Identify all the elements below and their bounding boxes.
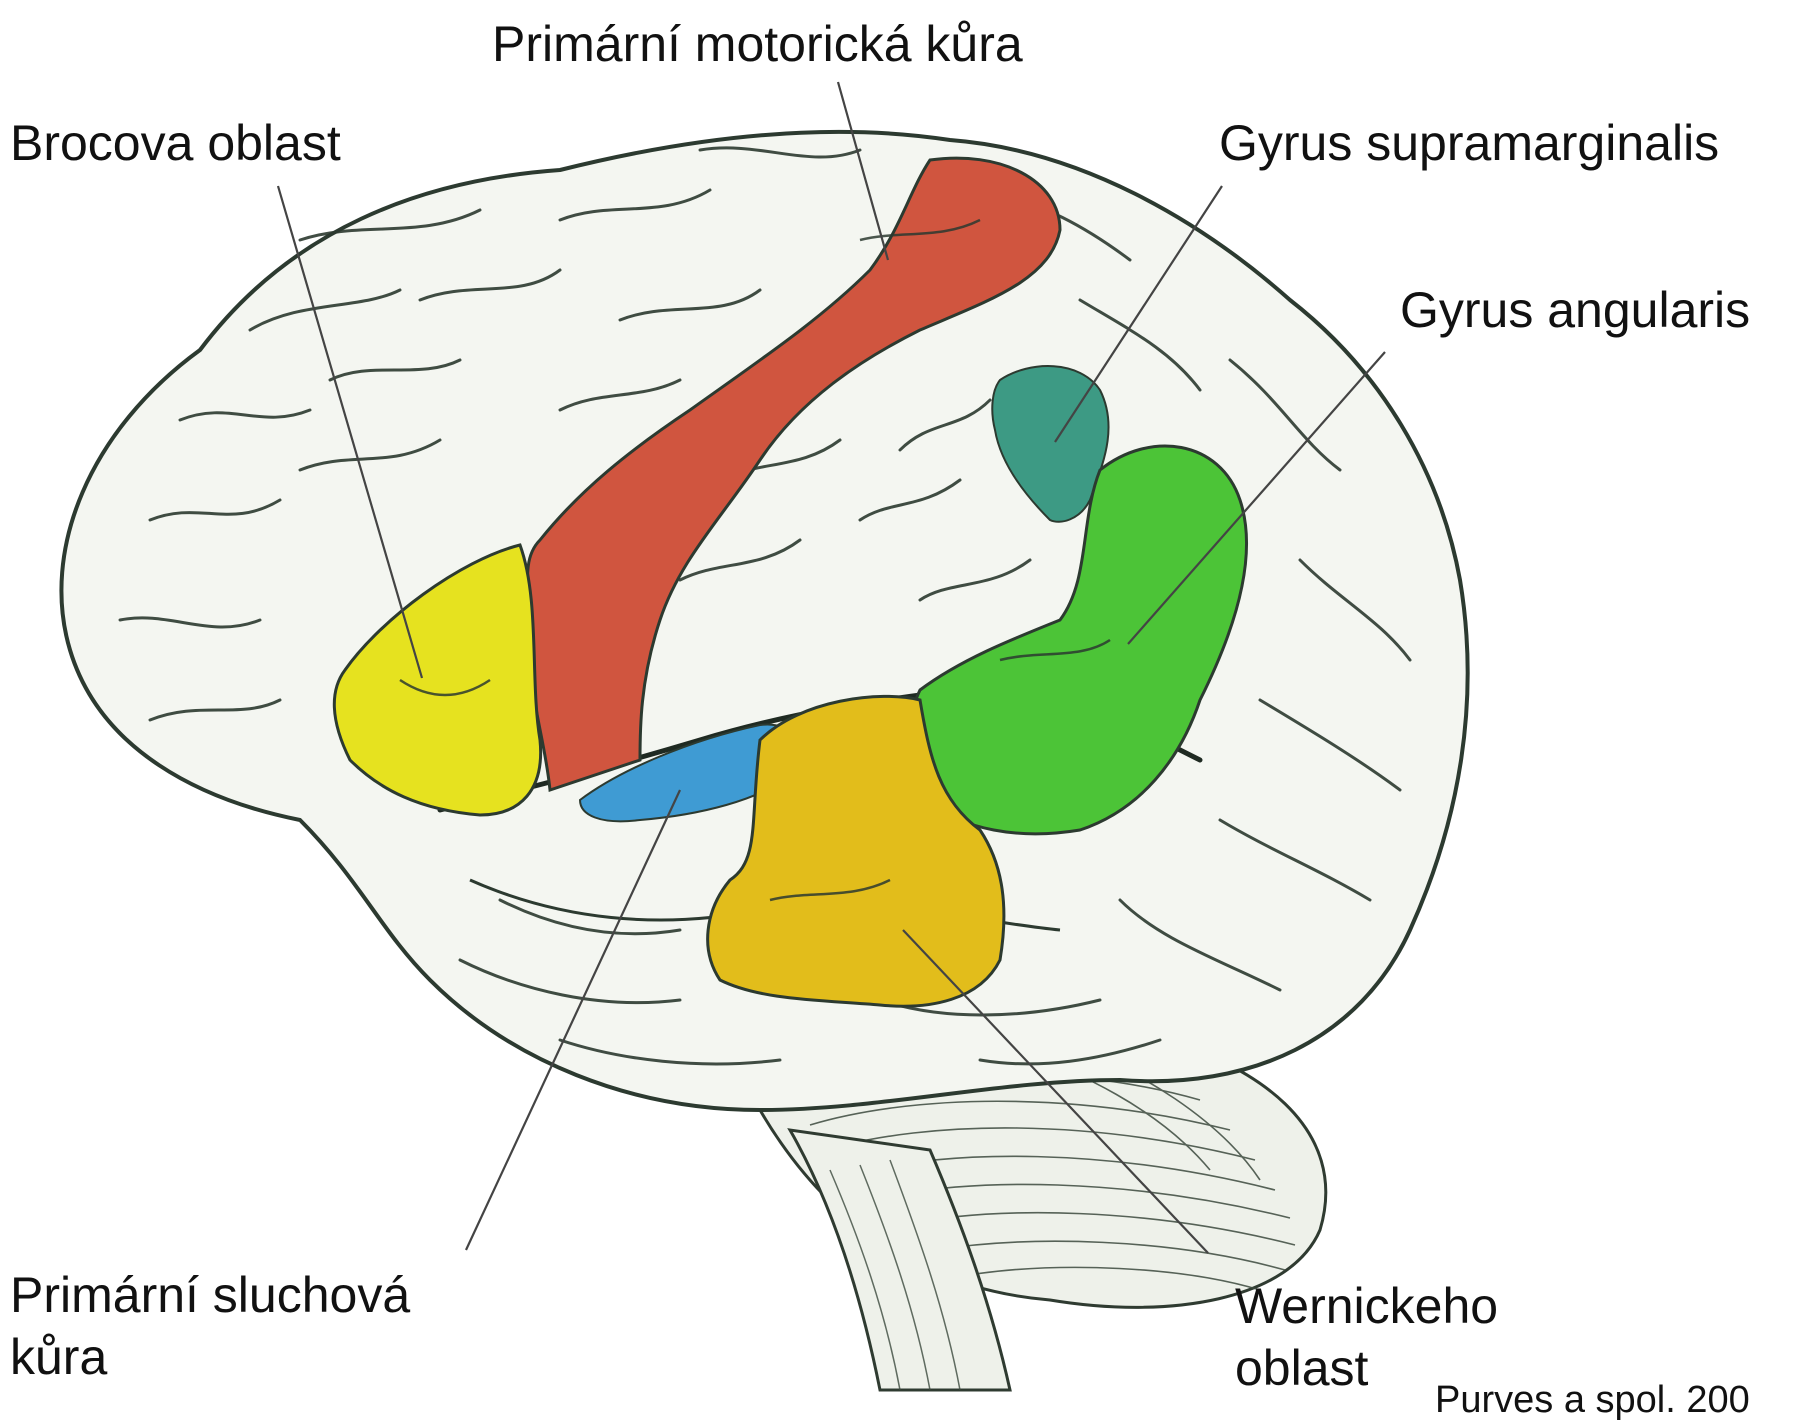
source-credit: Purves a spol. 200	[1435, 1378, 1750, 1422]
label-angular-gyrus: Gyrus angularis	[1400, 281, 1750, 339]
label-wernicke-area-line2: oblast	[1235, 1339, 1368, 1397]
label-primary-auditory-cortex-line2: kůra	[10, 1328, 107, 1386]
label-primary-motor-cortex: Primární motorická kůra	[492, 15, 1023, 73]
label-wernicke-area-line1: Wernickeho	[1235, 1277, 1498, 1335]
label-supramarginal-gyrus: Gyrus supramarginalis	[1219, 114, 1719, 172]
label-primary-auditory-cortex-line1: Primární sluchová	[10, 1266, 410, 1324]
label-broca-area: Brocova oblast	[10, 114, 341, 172]
